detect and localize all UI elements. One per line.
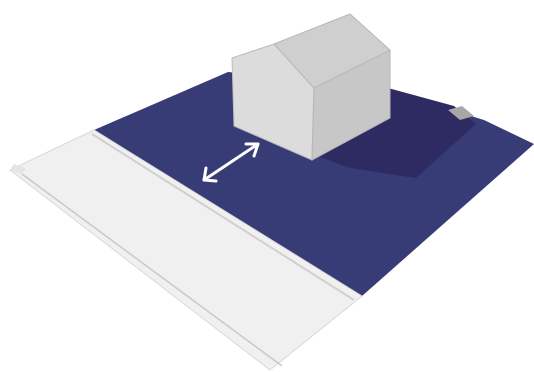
sidewalk-edge bbox=[91, 133, 355, 301]
street-end bbox=[10, 164, 26, 174]
small-object bbox=[448, 106, 474, 120]
house-roof bbox=[273, 13, 391, 89]
curb-line bbox=[21, 173, 283, 367]
house-shadow bbox=[300, 88, 476, 178]
house bbox=[231, 13, 391, 161]
street-surface bbox=[9, 129, 363, 371]
double-headed-arrow-icon bbox=[202, 142, 260, 183]
